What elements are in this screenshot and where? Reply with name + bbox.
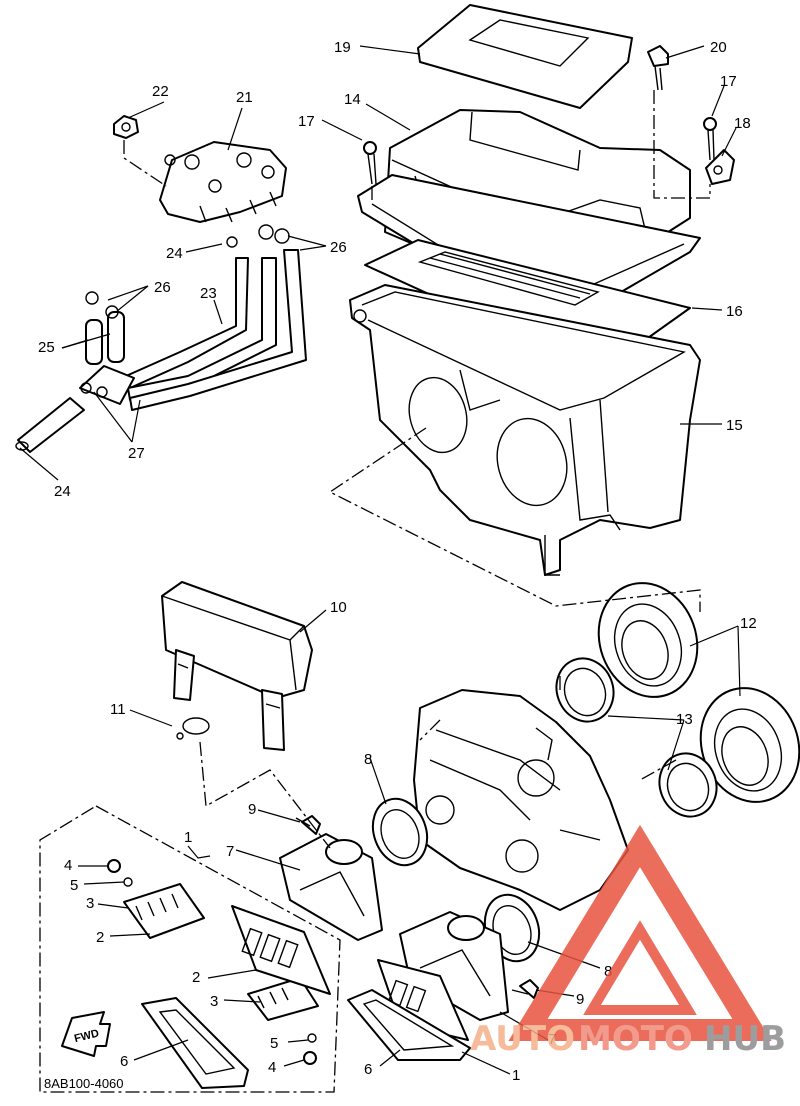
manifold-7-upper-part — [279, 833, 383, 941]
label-17-right: 17 — [720, 73, 737, 90]
label-6-left: 6 — [120, 1053, 128, 1070]
clamp-26-part — [85, 224, 290, 319]
nut-22-part — [113, 115, 139, 139]
label-18: 18 — [734, 115, 751, 132]
label-3-upper: 3 — [86, 895, 94, 912]
watermark-text-c: HUB — [704, 1019, 786, 1059]
label-8-upper: 8 — [364, 751, 372, 768]
bolt-9-upper-part — [295, 815, 321, 835]
label-17-left: 17 — [298, 113, 315, 130]
clip-27-part — [80, 382, 108, 398]
bolt-9-lower-part — [511, 979, 539, 999]
label-8-lower: 8 — [604, 963, 612, 980]
part-labels: 19 14 17 20 17 18 16 15 22 21 24 26 26 2… — [38, 39, 757, 1091]
washer-5-lower-part — [307, 1033, 317, 1043]
label-21: 21 — [236, 89, 253, 106]
drain-hose-24-part — [15, 236, 238, 453]
label-9-lower: 9 — [576, 991, 584, 1008]
screw-17-right-part — [703, 117, 717, 161]
label-4-lower: 4 — [268, 1059, 276, 1076]
label-20: 20 — [710, 39, 727, 56]
watermark: AUTO MOTO HUB — [470, 824, 786, 1059]
label-25: 25 — [38, 339, 55, 356]
label-9-upper: 9 — [248, 801, 256, 818]
engine-block-part — [413, 689, 629, 911]
band-clamp-8-upper-part — [371, 797, 429, 867]
washer-5-upper-part — [123, 877, 133, 887]
band-clamp-13-upper-part — [555, 657, 615, 723]
label-4-upper: 4 — [64, 857, 72, 874]
screw-4-lower-part — [303, 1051, 317, 1065]
label-22: 22 — [152, 83, 169, 100]
valve-21-part — [159, 141, 287, 223]
label-1-lower: 1 — [512, 1067, 520, 1084]
label-27: 27 — [128, 445, 145, 462]
label-3-lower: 3 — [210, 993, 218, 1010]
reed-valve-kit-outline — [39, 805, 341, 1093]
label-12: 12 — [740, 615, 757, 632]
label-6-right: 6 — [364, 1061, 372, 1078]
label-15: 15 — [726, 417, 743, 434]
hose-23-part — [125, 249, 307, 411]
label-5-upper: 5 — [70, 877, 78, 894]
screw-4-upper-part — [107, 859, 121, 873]
label-2-lower: 2 — [192, 969, 200, 986]
clamp-11-part — [176, 717, 210, 740]
reed-body-2-upper-part — [231, 905, 331, 995]
reed-plate-3-lower-part — [247, 977, 319, 1021]
label-1-upper: 1 — [184, 829, 192, 846]
watermark-text-a: AUTO — [470, 1019, 575, 1059]
airbox-body-part — [349, 284, 701, 576]
gasket-6-left-part — [141, 997, 249, 1089]
watermark-text-b: MOTO — [578, 1019, 693, 1059]
label-13: 13 — [676, 711, 693, 728]
band-clamp-13-lower-part — [658, 752, 718, 818]
diagram-code: 8AB100-4060 — [44, 1076, 124, 1091]
fwd-label: FWD — [73, 1027, 100, 1045]
label-5-lower: 5 — [270, 1035, 278, 1052]
leader-lines — [19, 45, 741, 1075]
silencer-10-part — [161, 581, 313, 751]
label-7-upper: 7 — [226, 843, 234, 860]
bolt-20-part — [647, 45, 669, 91]
label-24-lower: 24 — [54, 483, 71, 500]
label-11: 11 — [110, 701, 126, 718]
label-24-upper: 24 — [166, 245, 183, 262]
label-23: 23 — [200, 285, 217, 302]
filter-cover-part — [417, 4, 633, 109]
label-16: 16 — [726, 303, 743, 320]
label-26-left: 26 — [154, 279, 171, 296]
watermark-logo-icon — [508, 824, 772, 1041]
label-10: 10 — [330, 599, 347, 616]
label-2-upper: 2 — [96, 929, 104, 946]
label-19: 19 — [334, 39, 351, 56]
screw-17-left-part — [363, 141, 377, 185]
label-26-right: 26 — [330, 239, 347, 256]
clip-18-part — [705, 149, 735, 185]
reed-plate-3-upper-part — [123, 883, 205, 939]
fwd-arrow-icon: FWD — [61, 1011, 111, 1057]
label-14: 14 — [344, 91, 361, 108]
intake-boot-12-upper-part — [597, 582, 699, 698]
